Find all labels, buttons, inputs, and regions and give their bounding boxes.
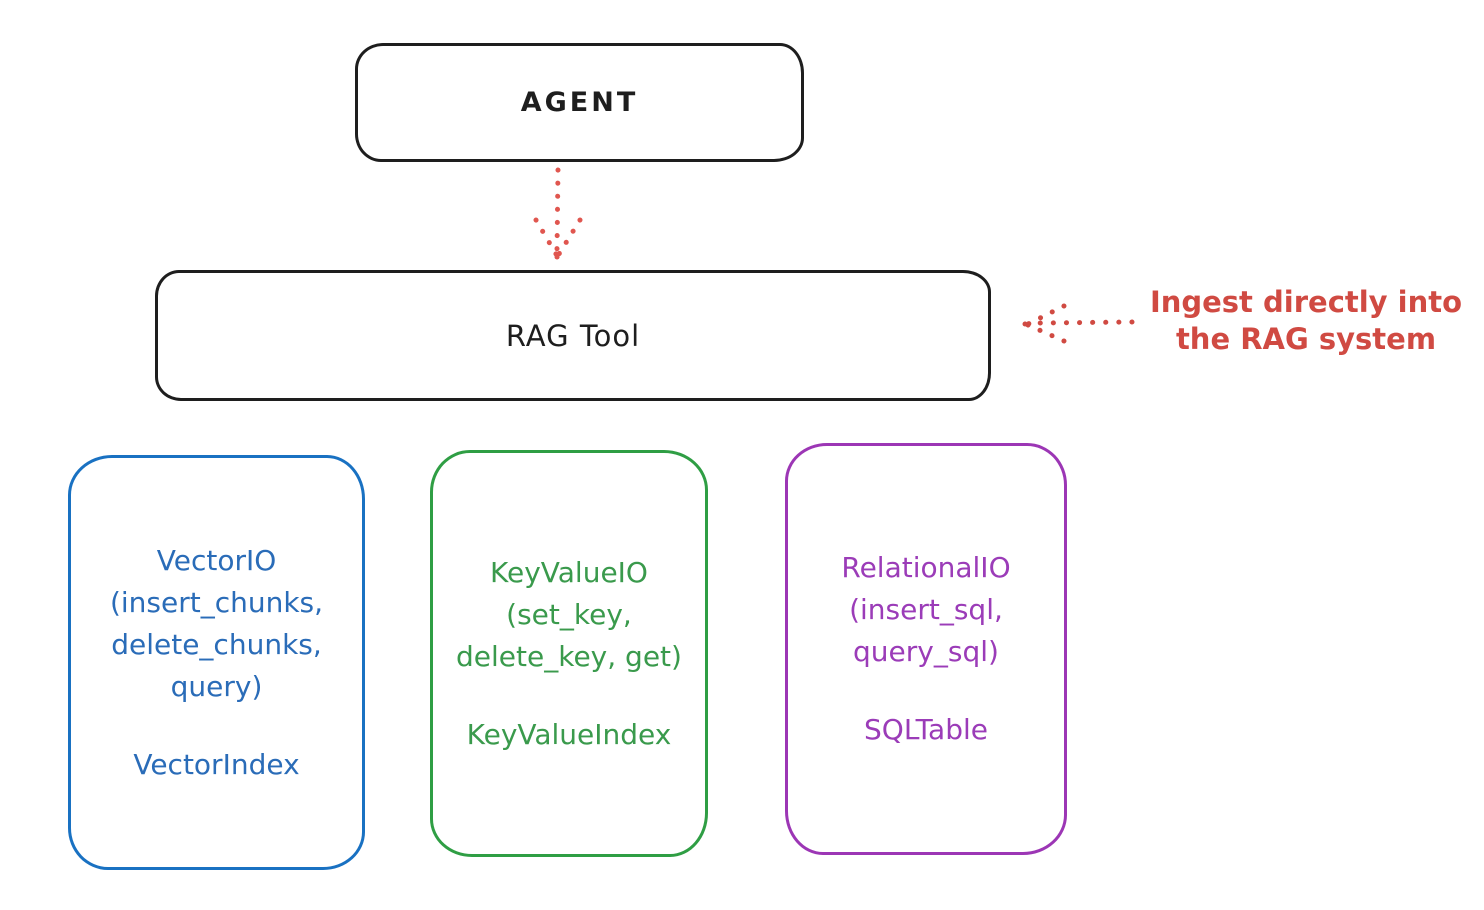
relational-io-api: RelationalIO (insert_sql, query_sql) — [841, 547, 1010, 673]
agent-to-rag-arrow — [533, 167, 583, 260]
vector-io-api-line: VectorIO — [156, 543, 277, 577]
relational-io-api-line: RelationalIO — [841, 551, 1011, 584]
keyvalue-io-api-line: KeyValueIO — [490, 555, 648, 589]
agent-node-label: AGENT — [520, 87, 639, 118]
vector-io-api-line: (insert_chunks, — [109, 585, 324, 619]
rag-tool-node: RAG Tool — [155, 270, 991, 401]
sql-table-label: SQLTable — [864, 713, 988, 746]
relational-io-api-line: query_sql) — [853, 635, 999, 668]
ingest-annotation-line2: the RAG system — [1175, 322, 1437, 356]
vector-io-api: VectorIO (insert_chunks, delete_chunks, … — [110, 540, 323, 708]
relational-io-api-line: (insert_sql, — [849, 593, 1003, 626]
ingest-annotation: Ingest directly into the RAG system — [1138, 284, 1474, 358]
storage-card-relational-io: RelationalIO (insert_sql, query_sql) SQL… — [785, 443, 1067, 855]
storage-card-vector-io: VectorIO (insert_chunks, delete_chunks, … — [68, 455, 365, 870]
rag-tool-node-label: RAG Tool — [505, 318, 641, 353]
vector-io-api-line: delete_chunks, — [111, 627, 322, 661]
vector-index-label: VectorIndex — [133, 747, 300, 781]
keyvalue-io-api-line: delete_key, get) — [456, 639, 682, 673]
vector-io-api-line: query) — [170, 669, 263, 703]
ingest-annotation-line1: Ingest directly into — [1149, 285, 1463, 319]
storage-card-keyvalue-io: KeyValueIO (set_key, delete_key, get) Ke… — [430, 450, 708, 857]
ingest-arrow — [1022, 303, 1135, 344]
agent-node: AGENT — [355, 43, 804, 162]
keyvalue-io-api-line: (set_key, — [506, 597, 632, 631]
keyvalue-index-label: KeyValueIndex — [466, 717, 672, 751]
keyvalue-io-api: KeyValueIO (set_key, delete_key, get) — [456, 552, 682, 678]
